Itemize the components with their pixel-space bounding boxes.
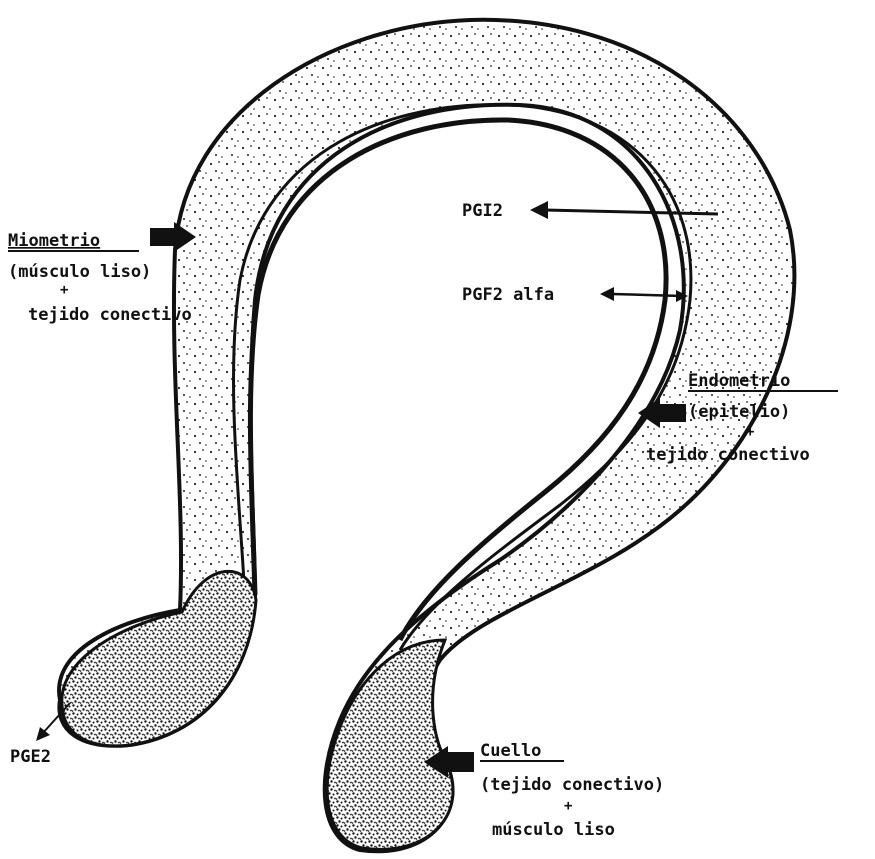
cuello-title: Cuello — [480, 741, 541, 761]
cuello-line3: músculo liso — [492, 820, 615, 840]
pgi2-label: PGI2 — [462, 201, 503, 221]
endometrio-line3: tejido conectivo — [646, 445, 810, 465]
endometrio-title: Endometrio — [688, 371, 790, 391]
cuello-plus: + — [564, 798, 572, 814]
miometrio-title: Miometrio — [8, 231, 100, 251]
miometrio-line2: (músculo liso) — [8, 262, 151, 282]
miometrio-line3: tejido conectivo — [28, 305, 192, 325]
cuello-line2: (tejido conectivo) — [480, 775, 664, 795]
cervix-dense — [327, 640, 453, 849]
pgf2-arrow — [600, 287, 688, 302]
pge2-label: PGE2 — [10, 747, 51, 767]
miometrio-plus: + — [60, 282, 68, 298]
left-end-dense — [62, 571, 256, 745]
endometrio-plus: + — [746, 424, 754, 440]
endometrio-line2: (epitelio) — [688, 402, 790, 422]
pgf2-label: PGF2 alfa — [462, 285, 554, 305]
